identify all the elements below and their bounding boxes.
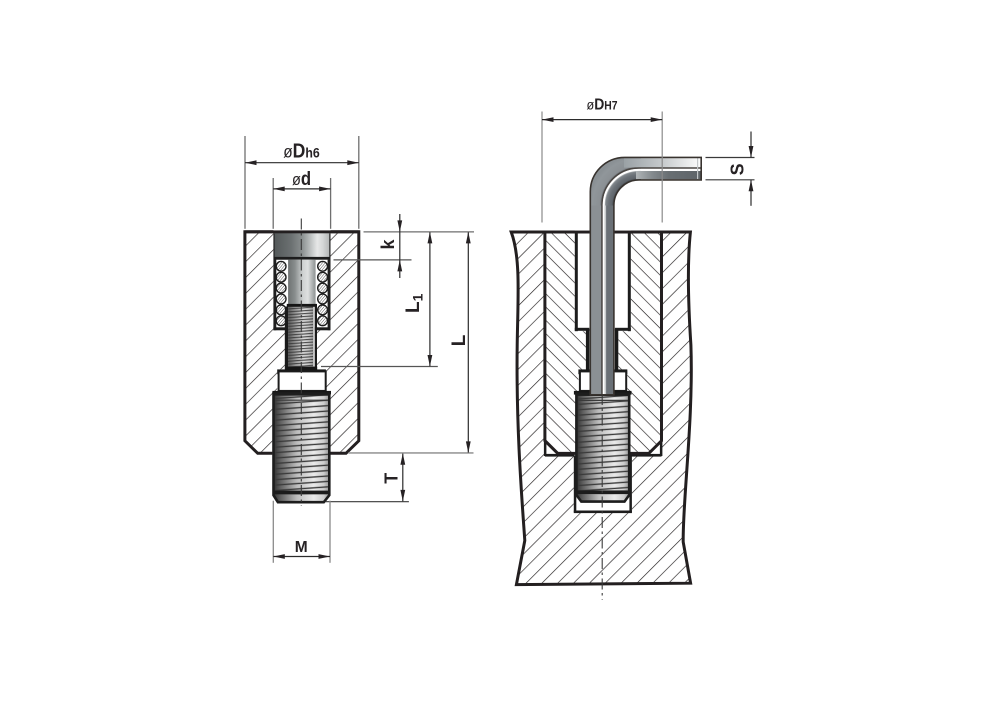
svg-text:T: T	[382, 473, 402, 484]
svg-text:S: S	[727, 163, 747, 175]
svg-text:L: L	[449, 334, 470, 346]
svg-text:øDH7: øDH7	[587, 97, 618, 114]
svg-text:øDh6: øDh6	[283, 139, 319, 161]
svg-text:M: M	[295, 539, 308, 556]
svg-text:ød: ød	[292, 168, 311, 189]
svg-text:L1: L1	[403, 293, 426, 313]
svg-text:k: k	[378, 239, 398, 250]
